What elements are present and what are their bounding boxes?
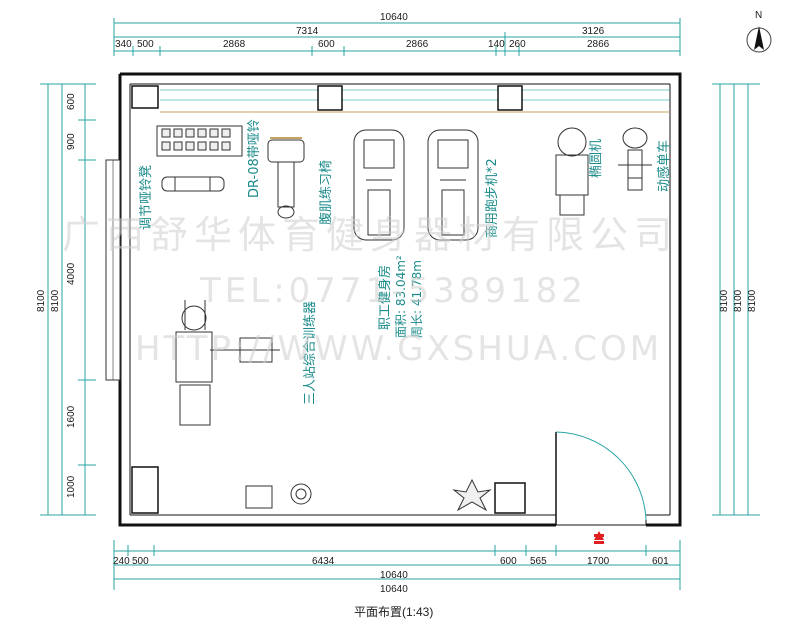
dim-left-seg-2: 900 [66,133,77,150]
label-elliptical: 椭圆机 [588,139,604,178]
watermark-url: HTTP://WWW.GXSHUA.COM [135,329,662,369]
dim-bottom-seg-1: 240 [113,556,130,567]
storage-box [245,485,273,509]
label-treadmill: 商用跑步机*2 [485,158,500,238]
north-label: N [755,10,762,21]
dim-left-seg-4: 1600 [66,405,77,428]
entrance-marker-icon [594,531,604,544]
dim-left-overall-2: 8100 [50,289,61,312]
dim-left-seg-1: 600 [66,93,77,110]
top-dimensions: 10640 7314 3126 340 500 2868 600 2866 14… [113,12,681,56]
left-dimensions: 600 900 4000 1600 1000 8100 8100 [36,83,96,516]
dim-bottom-seg-5: 565 [530,556,547,567]
dim-bottom-seg-2: 500 [132,556,149,567]
room-area: 面积: 83.04m² [394,255,408,338]
dim-top-seg-6: 140 [488,39,505,50]
room-walls [105,72,682,527]
dim-top-seg-7: 260 [509,39,526,50]
right-dimensions: 8100 8100 8100 [712,83,760,516]
dim-top-seg-1: 340 [115,39,132,50]
dim-left-overall-1: 8100 [36,289,47,312]
dim-top-seg-8: 2866 [587,39,610,50]
dim-right-overall-3: 8100 [747,289,758,312]
room-perimeter: 周长: 41.78m [410,260,424,338]
label-ab-chair: 腹肌练习椅 [318,160,334,225]
dim-top-seg-5: 2866 [406,39,429,50]
treadmill-1 [353,129,405,241]
plant-icon [290,478,492,512]
dim-top-left-group: 7314 [296,26,319,37]
dim-bottom-seg-6: 1700 [587,556,610,567]
label-multi-station: 三人站综合训练器 [303,301,318,405]
dim-top-right-group: 3126 [582,26,605,37]
ab-chair [267,137,305,219]
dim-top-seg-4: 600 [318,39,335,50]
dumbbell-bench [161,176,225,192]
dim-bottom-overall-2: 10640 [380,584,408,595]
entrance-door [555,431,647,544]
label-dumbbell-bench: 调节哑铃凳 [138,165,154,230]
dim-bottom-overall-1: 10640 [380,570,408,581]
watermark-company: 广西舒华体育健身器材有限公司 [62,213,678,257]
dim-top-overall: 10640 [380,12,408,23]
dim-right-overall-2: 8100 [733,289,744,312]
label-bike: 动感单车 [656,140,672,192]
bottom-dimensions: 240 500 6434 600 565 1700 601 10640 1064… [113,540,681,595]
drawing-caption: 平面布置(1:43) [354,605,433,619]
label-dumbbell-rack: DR-08带哑铃 [247,119,262,198]
watermark-tel: TEL:0771-5389182 [199,271,587,311]
room-name: 职工健身房 [377,265,393,330]
dim-bottom-seg-3: 6434 [312,556,335,567]
multi-station-trainer [175,300,280,426]
dim-bottom-seg-7: 601 [652,556,669,567]
dim-top-seg-2: 500 [137,39,154,50]
north-arrow-icon: N [746,10,772,53]
dim-bottom-seg-4: 600 [500,556,517,567]
treadmill-2 [427,129,479,241]
spin-bike [618,127,652,191]
dim-right-overall-1: 8100 [719,289,730,312]
elliptical [555,127,589,216]
dim-top-seg-3: 2868 [223,39,246,50]
dim-left-seg-5: 1000 [66,475,77,498]
dumbbell-rack [156,125,243,157]
dim-left-seg-3: 4000 [66,262,77,285]
